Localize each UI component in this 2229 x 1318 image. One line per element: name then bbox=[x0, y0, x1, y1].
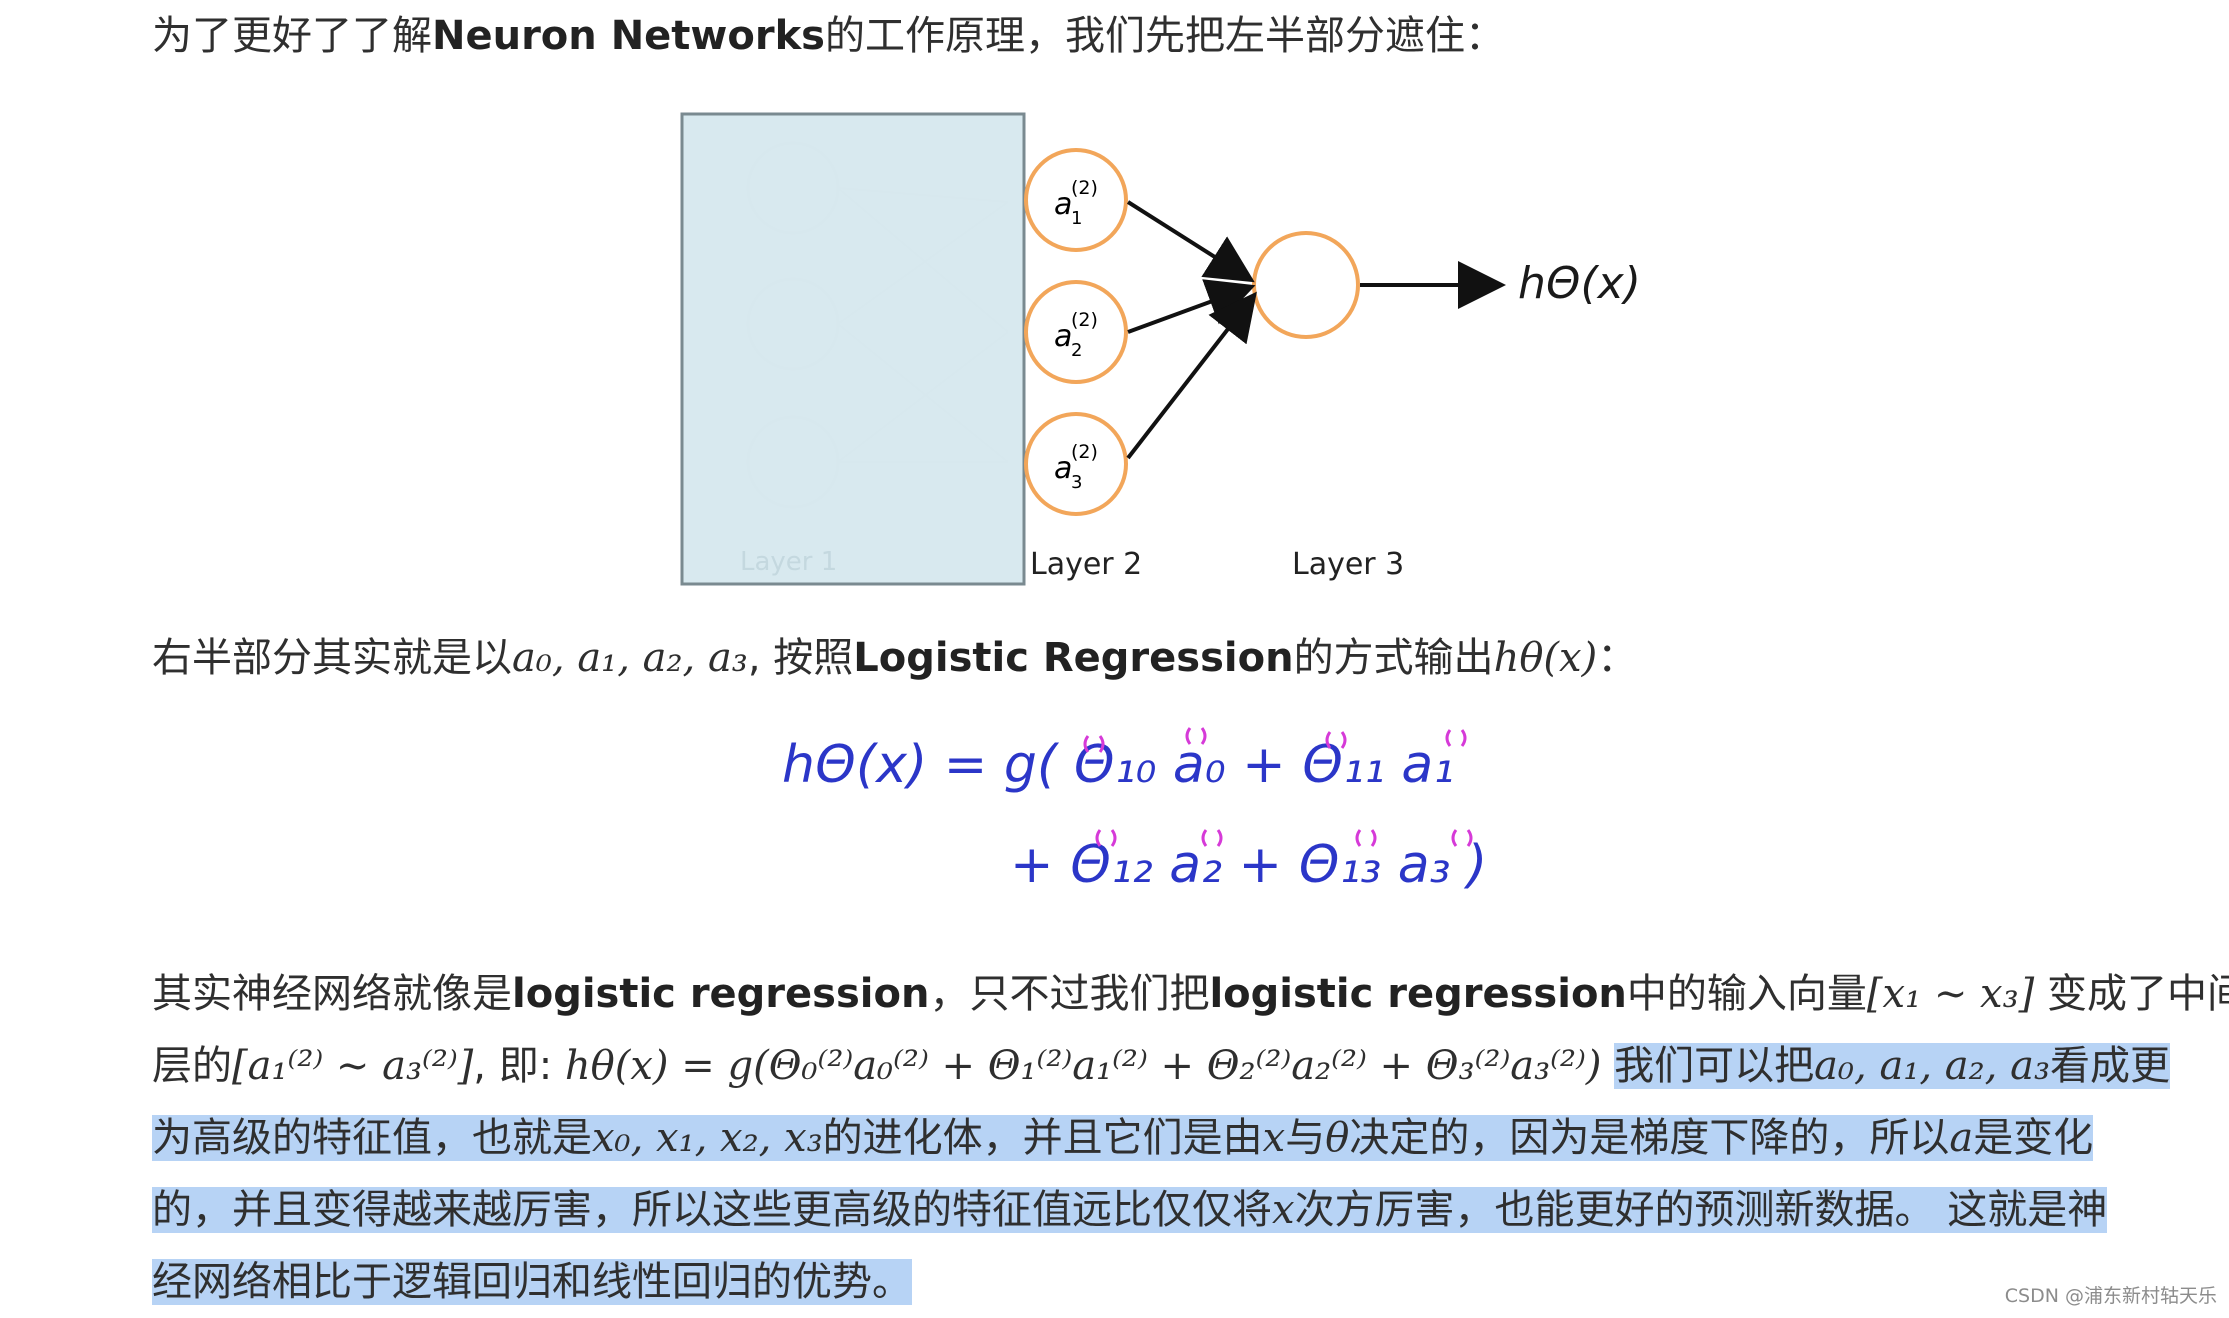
p3-line-4: 的，并且变得越来越厉害，所以这些更高级的特征值远比仅仅将x次方厉害，也能更好的预… bbox=[152, 1174, 2152, 1246]
network-diagram-svg: Layer 1 a 1 (2) a 2 (2) a 3 (2) hΘ(x) bbox=[680, 112, 1641, 586]
layer2-node-3: a 3 (2) bbox=[1024, 412, 1128, 516]
intro-text-bold: Neuron Networks bbox=[432, 13, 825, 59]
intro-paragraph: 为了更好了了解Neuron Networks的工作原理，我们先把左半部分遮住： bbox=[152, 6, 2152, 66]
p3-line-5: 经网络相比于逻辑回归和线性回归的优势。 bbox=[152, 1246, 2152, 1318]
node-1-letter: a bbox=[1054, 187, 1072, 222]
node-2-sub: 2 bbox=[1071, 340, 1082, 361]
p3-r5: 经网络相比于逻辑回归和线性回归的优势。 bbox=[152, 1259, 912, 1305]
p3-r2-math2: hθ(x) = g(Θ₀⁽²⁾a₀⁽²⁾ + Θ₁⁽²⁾a₁⁽²⁾ + Θ₂⁽²… bbox=[564, 1043, 1602, 1089]
p3-r2-hl2: 看成更 bbox=[2050, 1043, 2170, 1089]
layer-3-label: Layer 3 bbox=[1292, 547, 1404, 582]
p2-text-pre: 右半部分其实就是以 bbox=[152, 635, 512, 681]
p2-text-post1: 的方式输出 bbox=[1293, 635, 1494, 681]
p3-r1-mid: ，只不过我们把 bbox=[929, 971, 1210, 1017]
handwritten-formula-svg: hΘ(x) = g( Θ₁₀ a₀ + Θ₁₁ a₁ + Θ₁₂ a₂ + Θ₁… bbox=[782, 727, 1487, 895]
p3-r1-pre: 其实神经网络就像是 bbox=[152, 971, 512, 1017]
p3-r4-a: 的，并且变得越来越厉害，所以这些更高级的特征值远比仅仅将 bbox=[152, 1187, 1272, 1233]
p2-text-post2: ： bbox=[1597, 635, 1638, 681]
p3-line-3: 为高级的特征值，也就是x₀, x₁, x₂, x₃的进化体，并且它们是由x与θ决… bbox=[152, 1102, 2152, 1174]
p3-line-1: 其实神经网络就像是logistic regression，只不过我们把logis… bbox=[152, 958, 2229, 1030]
output-label: hΘ(x) bbox=[1518, 258, 1641, 309]
p3-r3-math4: a bbox=[1949, 1115, 1974, 1161]
hidden-layer-1-label: Layer 1 bbox=[740, 547, 837, 577]
formula-superscripts bbox=[1083, 727, 1473, 847]
p3-r4-b: 次方厉害，也能更好的预测新数据。 这就是神 bbox=[1294, 1187, 2108, 1233]
p3-r3-a: 为高级的特征值，也就是 bbox=[152, 1115, 592, 1161]
p3-line-2: 层的[a₁⁽²⁾ ∼ a₃⁽²⁾], 即: hθ(x) = g(Θ₀⁽²⁾a₀⁽… bbox=[152, 1030, 2170, 1102]
p3-r4-math: x bbox=[1272, 1187, 1295, 1233]
p3-r2-pre: 层的 bbox=[152, 1043, 232, 1089]
p3-r2-math1: [a₁⁽²⁾ ∼ a₃⁽²⁾] bbox=[232, 1043, 474, 1089]
p3-r2-hl1: 我们可以把 bbox=[1614, 1043, 1815, 1089]
node-2-letter: a bbox=[1054, 319, 1072, 354]
p2-math-activations: a₀, a₁, a₂, a₃ bbox=[512, 635, 748, 681]
p3-r3-c: 与 bbox=[1285, 1115, 1326, 1161]
p3-r3-d: 决定的，因为是梯度下降的，所以 bbox=[1349, 1115, 1950, 1161]
handwritten-formula: hΘ(x) = g( Θ₁₀ a₀ + Θ₁₁ a₁ + Θ₁₂ a₂ + Θ₁… bbox=[770, 712, 1530, 917]
p3-r3-math2: x bbox=[1262, 1115, 1286, 1161]
formula-line-2: + Θ₁₂ a₂ + Θ₁₃ a₃ ) bbox=[1010, 835, 1487, 895]
node-3-letter: a bbox=[1054, 451, 1072, 486]
node-1-sup: (2) bbox=[1071, 177, 1098, 199]
layer2-node-1: a 1 (2) bbox=[1024, 148, 1128, 252]
layer-2-label: Layer 2 bbox=[1030, 547, 1142, 582]
p3-r1-post: 中的输入向量 bbox=[1626, 971, 1867, 1017]
p2-text-mid: , 按照 bbox=[747, 635, 854, 681]
p3-r3-b: 的进化体，并且它们是由 bbox=[822, 1115, 1263, 1161]
layer2-node-2: a 2 (2) bbox=[1024, 280, 1128, 384]
p3-r1-math: [x₁ ∼ x₃] bbox=[1866, 971, 2035, 1017]
arrow-node1-to-output bbox=[1126, 200, 1255, 283]
layer3-node bbox=[1252, 231, 1360, 339]
network-diagram: Layer 1 a 1 (2) a 2 (2) a 3 (2) hΘ(x) bbox=[678, 102, 1656, 594]
p3-r1-bold1: logistic regression bbox=[512, 971, 930, 1017]
intro-text-post: 的工作原理，我们先把左半部分遮住： bbox=[825, 13, 1505, 59]
arrow-node3-to-output bbox=[1126, 291, 1257, 460]
conclusion-paragraph: 其实神经网络就像是logistic regression，只不过我们把logis… bbox=[152, 958, 2229, 1318]
p3-r2-mid: , 即: bbox=[473, 1043, 565, 1089]
node-1-sub: 1 bbox=[1071, 208, 1082, 229]
p3-r3-e: 是变化 bbox=[1973, 1115, 2094, 1161]
watermark-credit: CSDN @浦东新村轱天乐 bbox=[2004, 1285, 2217, 1307]
p3-r1-end: 变成了中间 bbox=[2046, 971, 2229, 1017]
cover-panel bbox=[680, 112, 1026, 586]
node-3-sub: 3 bbox=[1071, 472, 1082, 493]
p3-r3-math1: x₀, x₁, x₂, x₃ bbox=[592, 1115, 823, 1161]
node-3-sup: (2) bbox=[1071, 441, 1098, 463]
p3-r1-bold2: logistic regression bbox=[1209, 971, 1627, 1017]
second-paragraph: 右半部分其实就是以a₀, a₁, a₂, a₃, 按照Logistic Regr… bbox=[152, 628, 2152, 688]
node-2-sup: (2) bbox=[1071, 309, 1098, 331]
formula-line-1: hΘ(x) = g( Θ₁₀ a₀ + Θ₁₁ a₁ bbox=[782, 735, 1454, 795]
p2-math-hypothesis: hθ(x) bbox=[1493, 635, 1598, 681]
p3-r2-hlmath: a₀, a₁, a₂, a₃ bbox=[1814, 1043, 2050, 1089]
p3-r3-math3: θ bbox=[1325, 1115, 1350, 1161]
intro-text-pre: 为了更好了了解 bbox=[152, 13, 432, 59]
p2-text-bold: Logistic Regression bbox=[853, 635, 1294, 681]
